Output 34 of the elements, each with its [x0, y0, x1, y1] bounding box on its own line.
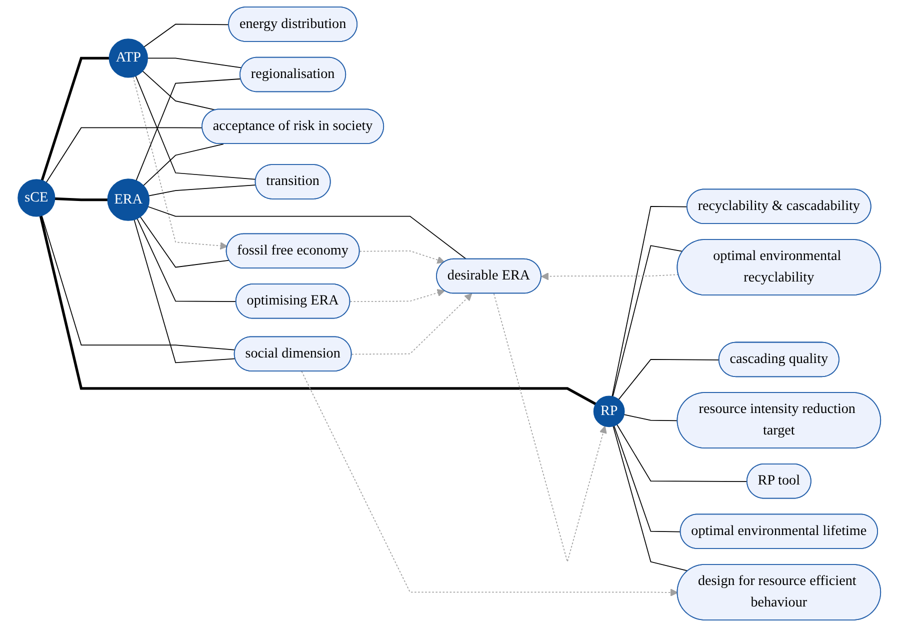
connector	[144, 24, 230, 48]
connector	[624, 414, 678, 422]
connector	[40, 56, 110, 181]
connector	[612, 206, 688, 397]
node-circle: ATP	[108, 38, 148, 78]
connector	[148, 206, 468, 260]
connector	[142, 70, 217, 110]
arrow	[301, 371, 678, 596]
arrow	[494, 293, 608, 564]
connector	[40, 215, 597, 406]
connector	[136, 78, 242, 182]
node-circle: ERA	[107, 178, 150, 221]
node-circle: RP	[594, 396, 625, 428]
connector	[135, 75, 257, 180]
connector	[612, 426, 689, 572]
arrow	[360, 250, 446, 264]
arrow	[132, 76, 228, 250]
connector	[612, 245, 684, 398]
connector	[140, 216, 230, 268]
connector	[42, 215, 236, 350]
node-circle: sCE	[18, 179, 56, 217]
connector	[614, 425, 682, 532]
connector	[147, 58, 243, 68]
connector	[143, 144, 224, 186]
connector	[616, 424, 748, 482]
connector	[54, 197, 108, 202]
connector	[618, 359, 720, 400]
arrow	[541, 272, 680, 280]
arrow	[350, 289, 446, 302]
connector	[134, 219, 236, 364]
connector	[46, 127, 204, 183]
arrow	[351, 293, 472, 355]
connector	[148, 184, 257, 196]
connector	[136, 218, 237, 302]
